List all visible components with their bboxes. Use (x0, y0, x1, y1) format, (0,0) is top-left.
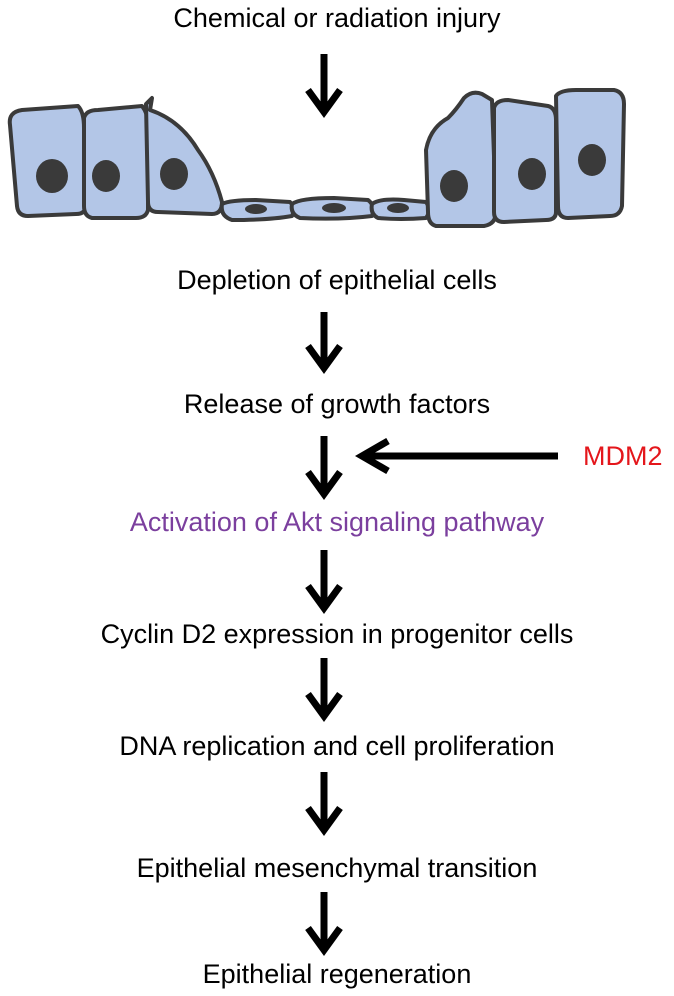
cell-nucleus (578, 144, 606, 176)
step-injury: Chemical or radiation injury (173, 3, 501, 33)
step-cyclin-d2: Cyclin D2 expression in progenitor cells (100, 619, 574, 649)
cell-nucleus (36, 159, 68, 193)
down-arrow-icon (305, 54, 343, 118)
step-dna-replication: DNA replication and cell proliferation (119, 731, 555, 761)
cell-nucleus (92, 160, 120, 192)
cell-nucleus (160, 158, 188, 190)
down-arrow-icon (305, 312, 343, 374)
epithelial-cell (144, 96, 224, 216)
down-arrow-icon (305, 892, 343, 956)
epithelial-cell (82, 104, 151, 220)
modulator-mdm2: MDM2 (583, 441, 663, 471)
step-regeneration: Epithelial regeneration (202, 959, 472, 989)
cell-nucleus (322, 203, 346, 213)
step-growth-factors: Release of growth factors (183, 389, 491, 419)
down-arrow-icon (305, 772, 343, 836)
cell-nucleus (245, 204, 267, 214)
epithelial-cell (424, 90, 498, 228)
epithelial-cell-layer-illustration (7, 88, 626, 228)
left-arrow-icon (354, 438, 558, 474)
down-arrow-icon (305, 550, 343, 614)
step-emt: Epithelial mesenchymal transition (136, 853, 538, 883)
cell-nucleus (518, 158, 546, 190)
step-akt-activation: Activation of Akt signaling pathway (129, 507, 545, 537)
cell-nucleus (387, 203, 409, 213)
cell-nucleus (440, 170, 468, 202)
down-arrow-icon (305, 658, 343, 722)
down-arrow-icon (305, 436, 343, 500)
step-depletion: Depletion of epithelial cells (177, 265, 497, 295)
